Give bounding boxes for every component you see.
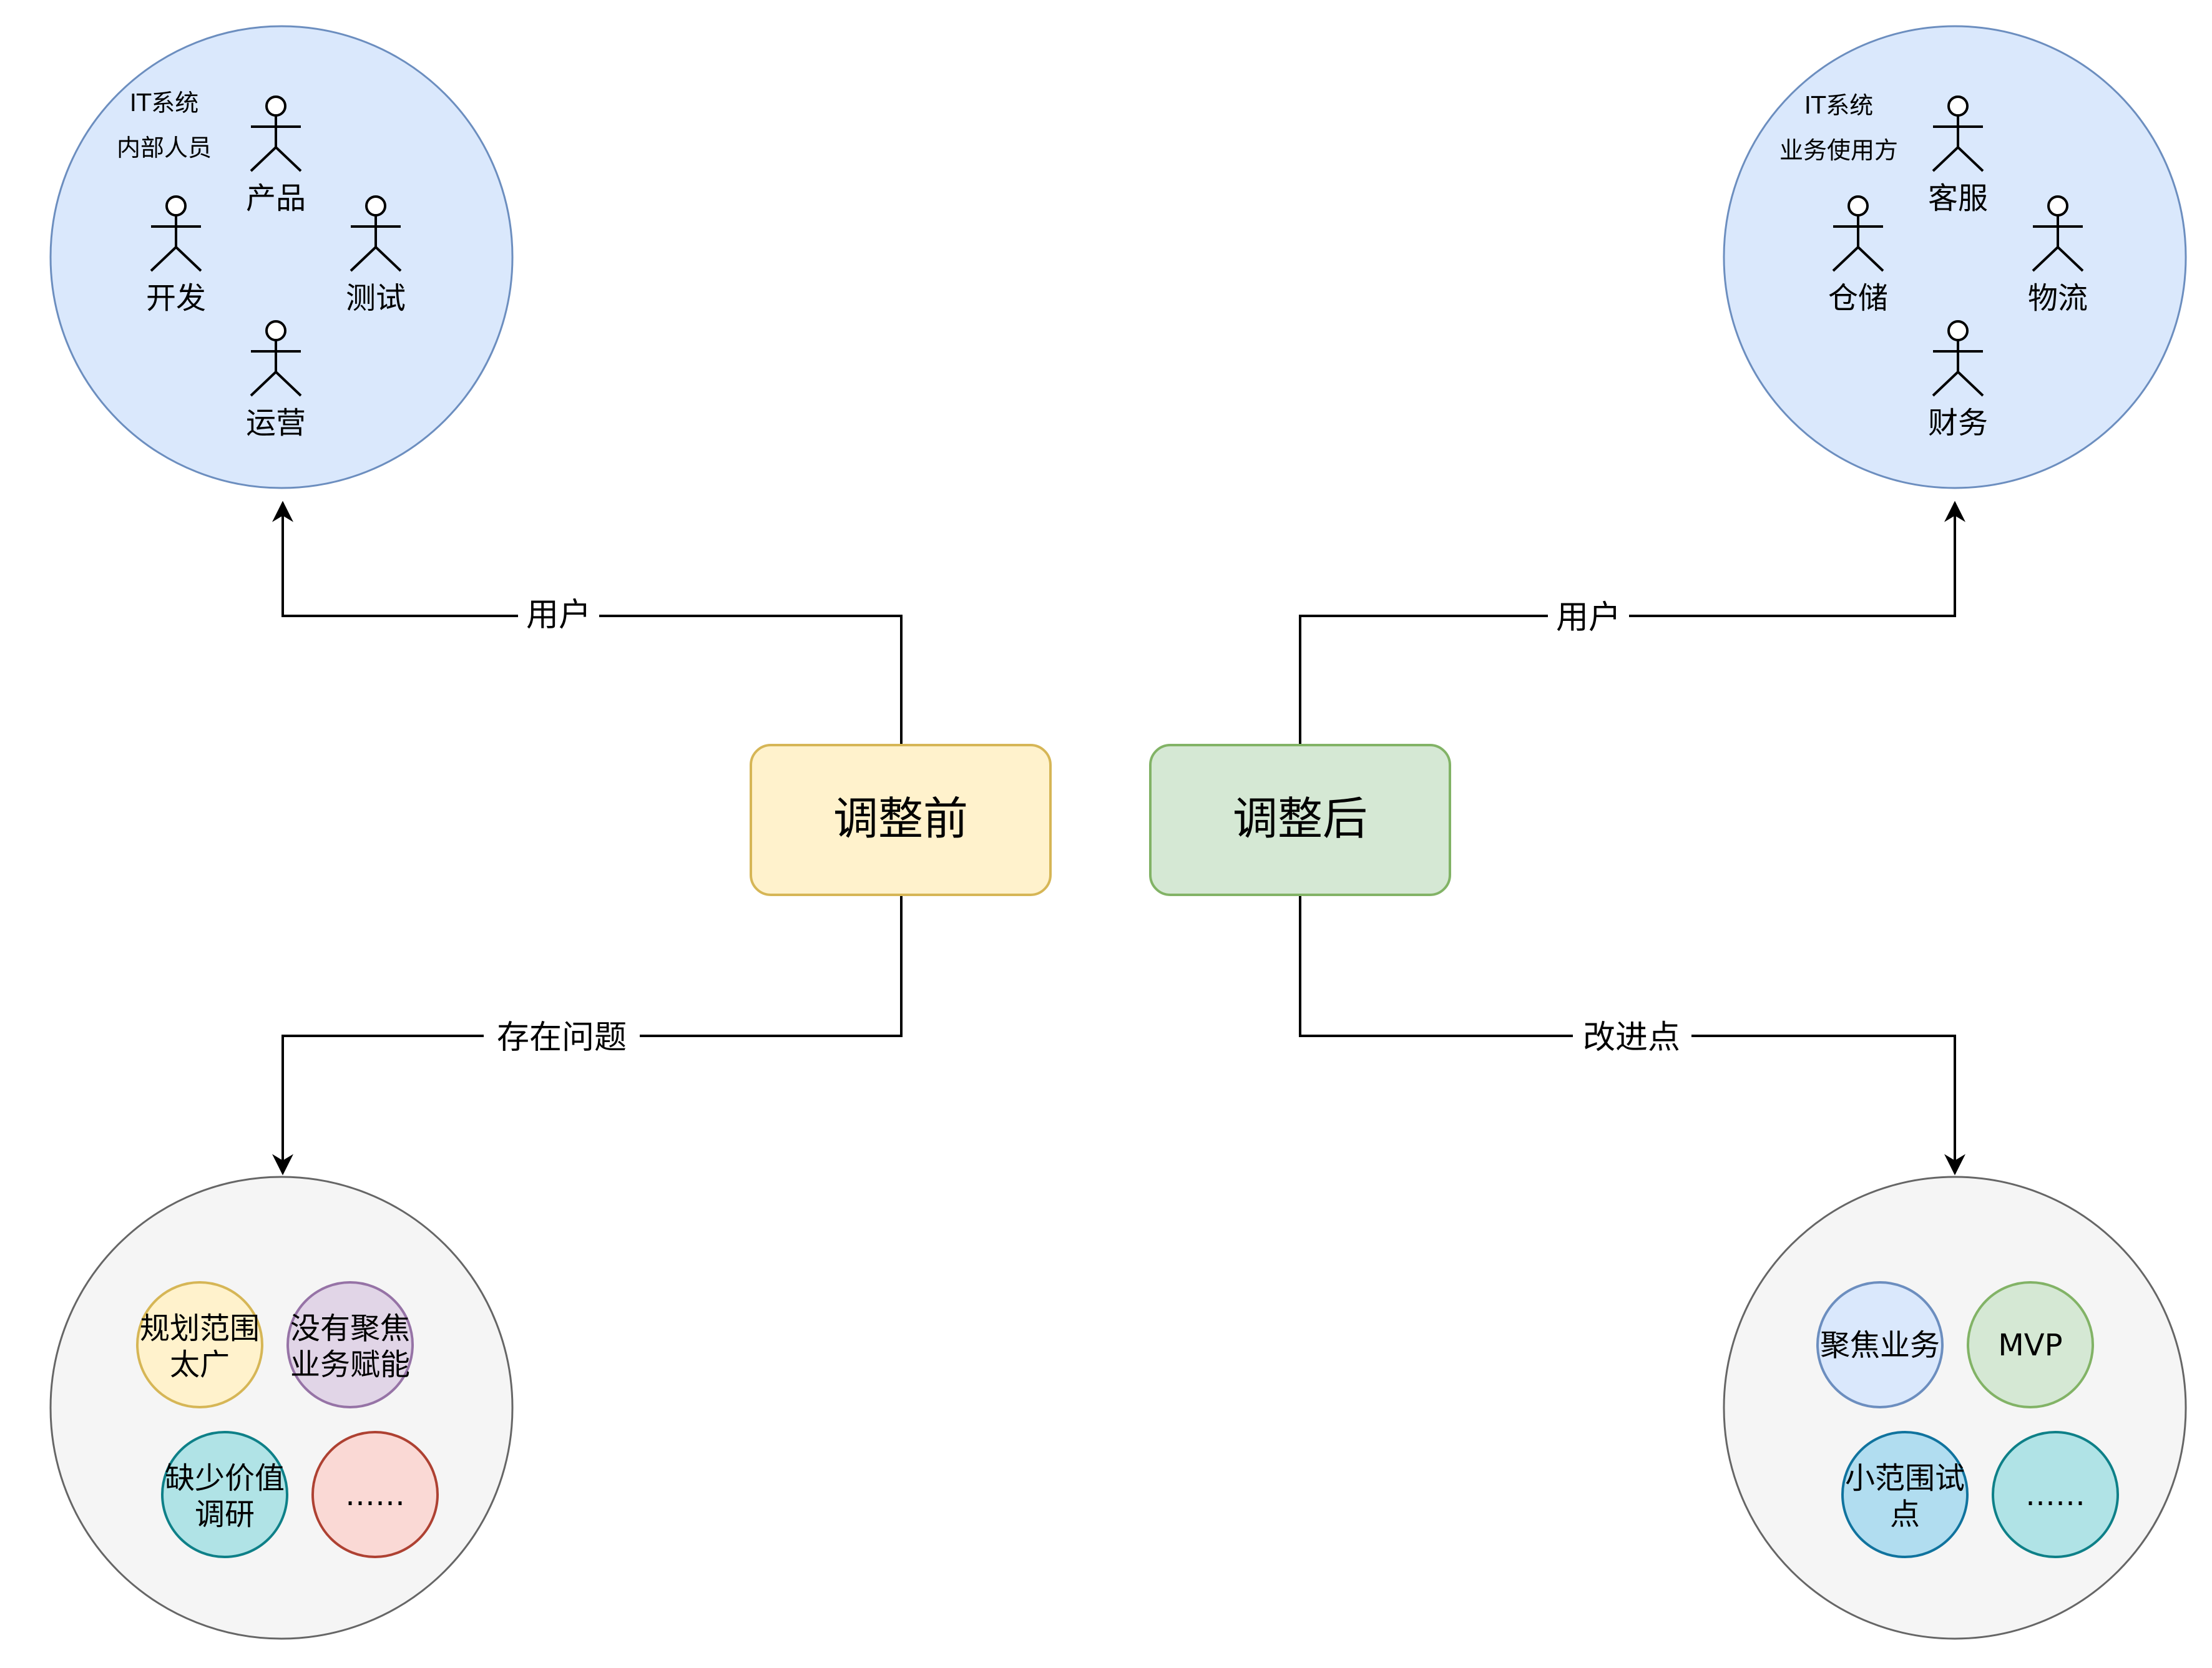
improvement-item-circle [1816, 1281, 1944, 1408]
actor-right-leg-icon [374, 246, 402, 272]
users-after-circle [1723, 25, 2187, 489]
actor-head-icon [1847, 195, 1869, 217]
box-after-rect [1149, 744, 1451, 896]
users-after-actor-label: 仓储 [1828, 281, 1888, 316]
users-before-actor-1: 开发 [146, 195, 206, 316]
actor-right-leg-icon [2057, 246, 2084, 272]
box-before-rect [750, 744, 1052, 896]
users-after-actor-3: 财务 [1928, 320, 1988, 441]
users-after-actor-2: 物流 [2028, 195, 2088, 316]
users-after-actor-label: 物流 [2028, 281, 2088, 316]
box-after-label: 调整后 [1233, 793, 1368, 845]
actor-head-icon [165, 195, 187, 217]
problem-item-label: …… [345, 1478, 405, 1513]
users-before-actor-2: 测试 [346, 195, 406, 316]
actor-right-leg-icon [275, 371, 302, 397]
actor-left-leg-icon [350, 246, 377, 272]
users-before-actor-label: 产品 [246, 181, 306, 216]
problem-item-label-line2: 太广 [170, 1347, 230, 1382]
problem-item-circle [286, 1281, 414, 1408]
actor-right-leg-icon [275, 146, 302, 172]
improvement-item-0: 聚焦业务 [1816, 1281, 1944, 1408]
improvement-item-label: MVP [1998, 1328, 2062, 1363]
actor-head-icon [365, 195, 386, 217]
actor-left-leg-icon [2032, 246, 2059, 272]
edge-labels: 用户 存在问题 用户 改进点 [484, 593, 1691, 1058]
problem-item-circle [161, 1431, 288, 1558]
problem-items: 规划范围太广没有聚焦业务赋能缺少价值调研…… [136, 1281, 439, 1558]
users-before-caption-line1: IT系统 [130, 89, 198, 117]
actor-head-icon [1947, 320, 1969, 341]
users-after-actor-1: 仓储 [1828, 195, 1888, 316]
users-before-caption-line2: 内部人员 [117, 134, 212, 162]
users-after-actor-label: 财务 [1928, 406, 1988, 441]
edge-label-after-improvements: 改进点 [1583, 1019, 1680, 1056]
improvement-item-circle [1967, 1281, 2094, 1408]
actor-right-leg-icon [175, 246, 202, 272]
problem-item-label-line2: 业务赋能 [290, 1347, 410, 1382]
improvement-item-label: …… [2025, 1478, 2085, 1513]
actor-left-leg-icon [1932, 146, 1959, 172]
problems-group: 规划范围太广没有聚焦业务赋能缺少价值调研…… [49, 1176, 514, 1640]
improvement-item-3: …… [1992, 1431, 2119, 1558]
problem-item-label-line1: 规划范围 [140, 1311, 260, 1346]
box-after: 调整后 [1149, 744, 1451, 896]
users-before-actor-label: 测试 [346, 281, 406, 316]
improvement-item-label-line1: 小范围试 [1845, 1461, 1965, 1496]
problem-item-label-line2: 调研 [195, 1497, 255, 1532]
users-before-actor-3: 运营 [246, 320, 306, 441]
users-after-caption-line1: IT系统 [1804, 92, 1873, 119]
users-before-actor-label: 开发 [146, 281, 206, 316]
actor-head-icon [2047, 195, 2068, 217]
box-before-label: 调整前 [833, 793, 968, 845]
actor-left-leg-icon [1832, 246, 1859, 272]
improvement-item-circle [1841, 1431, 1969, 1558]
improvements-circle [1723, 1176, 2187, 1640]
actor-left-leg-icon [1932, 371, 1959, 397]
actor-head-icon [265, 95, 286, 117]
users-before-circle [49, 25, 514, 489]
improvement-item-label: 聚焦业务 [1820, 1328, 1940, 1363]
problem-item-label-line1: 缺少价值 [165, 1461, 285, 1496]
edge-label-before-users: 用户 [526, 597, 591, 634]
edge-label-after-users: 用户 [1556, 599, 1621, 636]
improvement-item-1: MVP [1967, 1281, 2094, 1408]
actor-right-leg-icon [1957, 371, 1984, 397]
problem-item-circle [311, 1431, 439, 1558]
users-before-actor-0: 产品 [246, 95, 306, 216]
edge-label-before-problems: 存在问题 [497, 1019, 627, 1056]
actor-left-leg-icon [250, 371, 277, 397]
actor-right-leg-icon [1857, 246, 1884, 272]
actor-left-leg-icon [250, 146, 277, 172]
users-after-actor-label: 客服 [1928, 181, 1988, 216]
actor-left-leg-icon [150, 246, 177, 272]
users-after-actor-0: 客服 [1928, 95, 1988, 216]
problem-item-circle [136, 1281, 263, 1408]
problem-item-3: …… [311, 1431, 439, 1558]
actor-head-icon [1947, 95, 1969, 117]
improvement-item-circle [1992, 1431, 2119, 1558]
actor-right-leg-icon [1957, 146, 1984, 172]
improvement-item-label-line2: 点 [1890, 1497, 1920, 1532]
users-before-actor-label: 运营 [246, 406, 306, 441]
actor-head-icon [265, 320, 286, 341]
box-before: 调整前 [750, 744, 1052, 896]
problems-circle [49, 1176, 514, 1640]
problem-item-label-line1: 没有聚焦 [290, 1311, 410, 1346]
users-after-caption-line2: 业务使用方 [1779, 137, 1898, 164]
